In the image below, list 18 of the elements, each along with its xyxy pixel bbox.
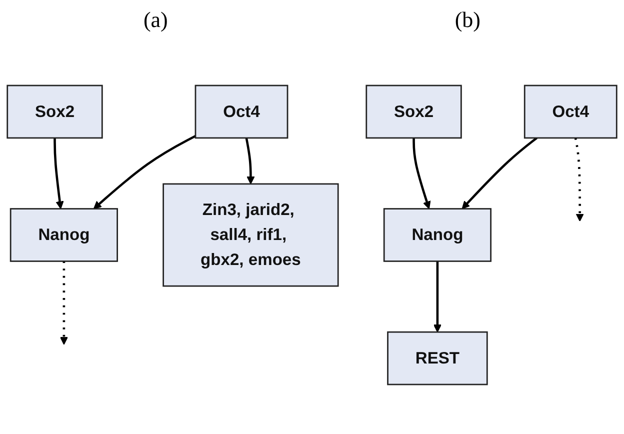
node-box: Sox2 [366,84,462,139]
arrow [93,134,196,210]
arrow [54,138,64,210]
node-box: Oct4 [194,84,288,139]
arrow [574,138,584,222]
node-box: Zin3, jarid2, sall4, rif1, gbx2, emoes [162,183,339,287]
node-box: REST [387,331,488,386]
arrow [60,261,68,345]
node-box: Nanog [10,208,118,262]
arrow [412,138,431,210]
node-box: Nanog [383,208,492,262]
node-box: Oct4 [524,84,618,139]
arrow [245,138,255,184]
arrow [433,261,442,332]
node-box: Sox2 [6,84,103,139]
arrow [462,137,538,210]
panel-label: (b) [454,7,480,33]
panel-label: (a) [143,7,168,33]
